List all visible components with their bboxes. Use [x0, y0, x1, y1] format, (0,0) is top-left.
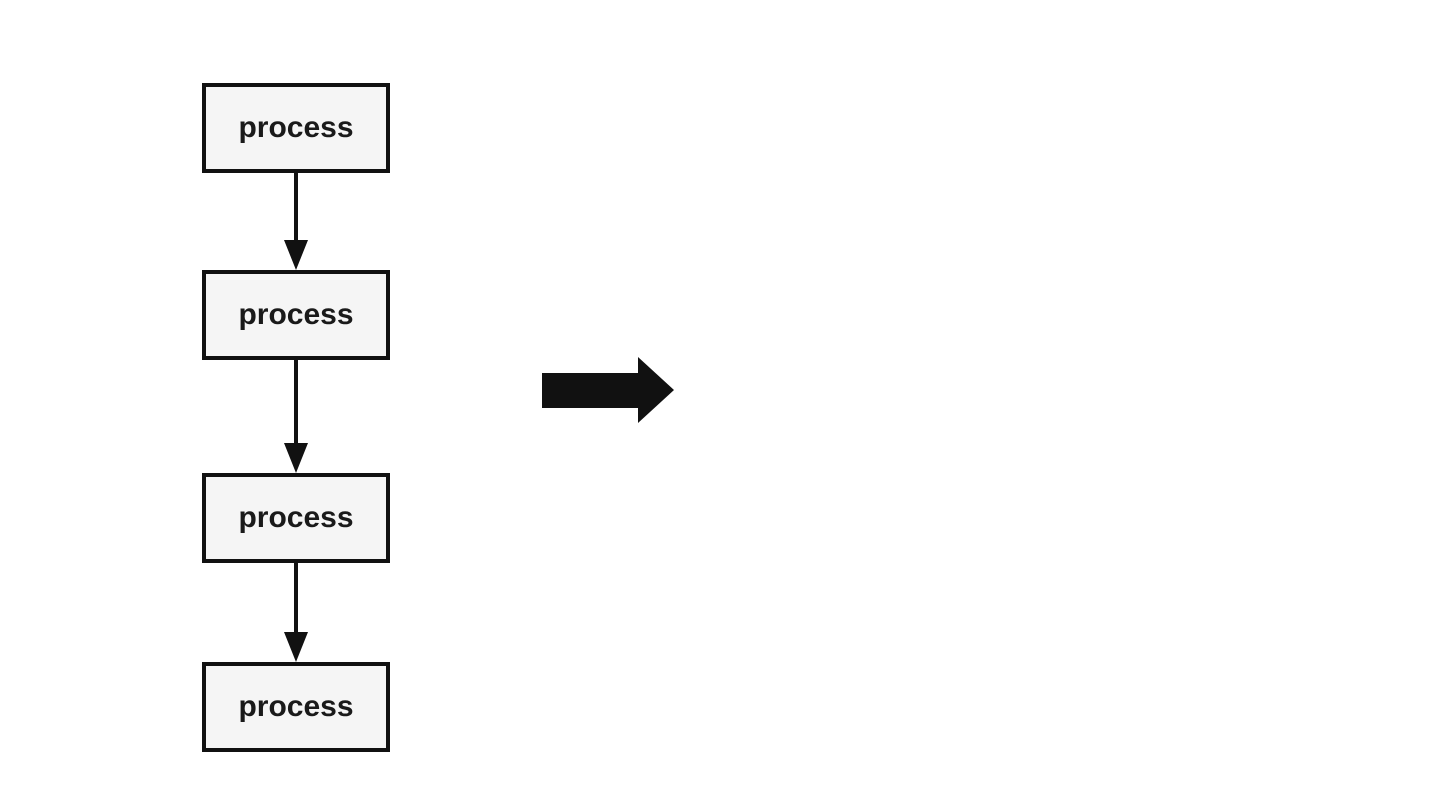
process-node: process: [202, 662, 390, 752]
down-arrow-connector-icon: [284, 360, 308, 473]
process-node: process: [202, 83, 390, 173]
process-node-label: process: [238, 298, 354, 331]
right-arrow-icon: [542, 357, 674, 423]
down-arrow-connector-icon: [284, 172, 308, 270]
process-node-label: process: [238, 501, 354, 534]
process-node: process: [202, 473, 390, 563]
process-node: process: [202, 270, 390, 360]
process-node-label: process: [238, 690, 354, 723]
down-arrow-connector-icon: [284, 563, 308, 662]
process-node-label: process: [238, 111, 354, 144]
